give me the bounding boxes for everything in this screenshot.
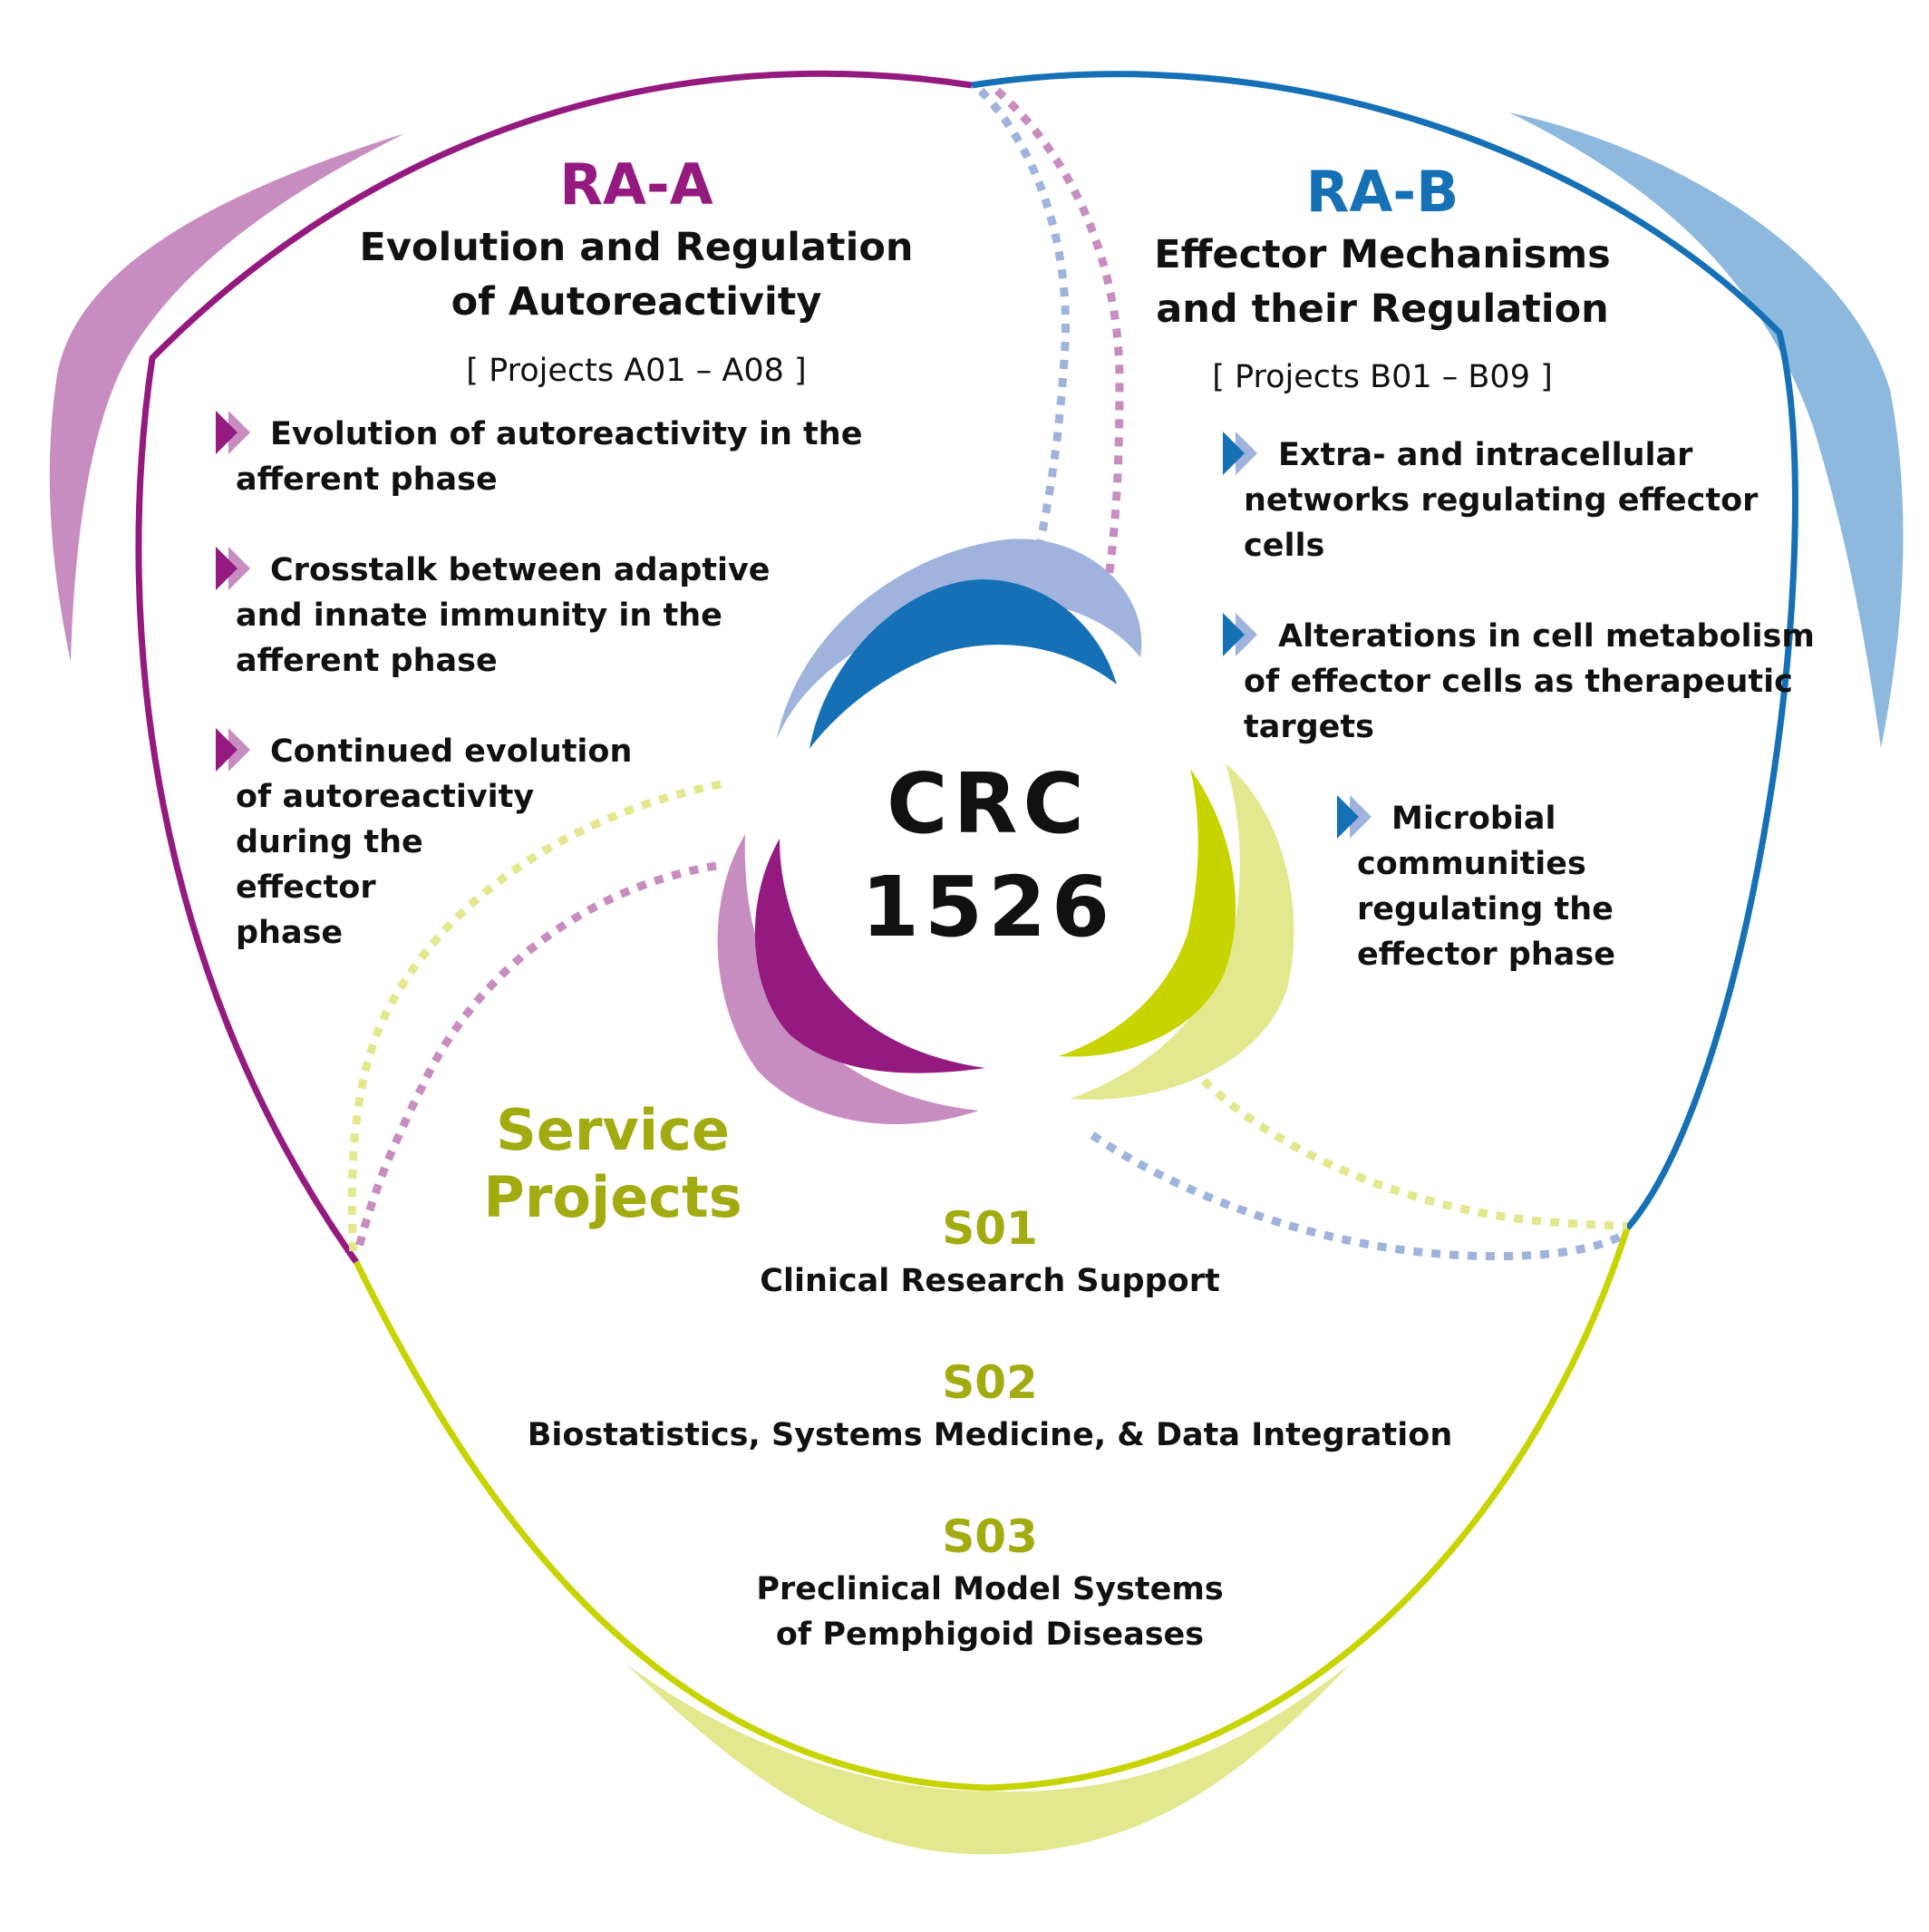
- service-title-line1: Service: [496, 1097, 730, 1163]
- service-item-s01: S01 Clinical Research Support: [760, 1202, 1219, 1299]
- ra-a-title-line1: Evolution and Regulation: [360, 225, 914, 270]
- ra-b-bullet-3-line2: communities: [1357, 846, 1586, 882]
- ra-b-bullet-2-line3: targets: [1244, 709, 1374, 745]
- service-item-s01-code: S01: [942, 1202, 1038, 1255]
- ra-a-projects: [ Projects A01 – A08 ]: [466, 353, 806, 389]
- ra-a-code: RA-A: [559, 151, 712, 218]
- ra-b-bullet-1-line1: Extra- and intracellular: [1278, 437, 1693, 473]
- service-outer-wing: [625, 1664, 1351, 1855]
- ra-a-frame-arc: [135, 70, 973, 1265]
- ra-b-outer-wing: [1509, 112, 1904, 748]
- service-item-s01-desc: Clinical Research Support: [760, 1263, 1219, 1299]
- double-chevron-icon: [1223, 613, 1257, 656]
- service-frame-arc: [353, 1227, 1631, 1791]
- ra-a-bullet-2: Crosstalk between adaptive and innate im…: [216, 547, 771, 679]
- ra-b-title-line1: Effector Mechanisms: [1154, 232, 1611, 277]
- ra-a-title-line2: of Autoreactivity: [451, 279, 822, 325]
- ra-a-swirl-dark: [754, 839, 985, 1073]
- service-item-s03-code: S03: [942, 1510, 1038, 1563]
- ra-b-swirl-dark: [809, 579, 1117, 749]
- ra-b-dashed-connector-2: [1090, 1131, 1630, 1261]
- ra-a-bullet-2-line3: afferent phase: [236, 643, 498, 679]
- ra-a-dashed-connector-1: [994, 87, 1124, 599]
- ra-b-frame-arc: [971, 71, 1798, 1231]
- ra-a-bullet-3-line1: Continued evolution: [270, 733, 632, 770]
- ra-b-bullet-3: Microbial communities regulating the eff…: [1337, 795, 1615, 973]
- ra-a-outer-wing: [49, 133, 405, 662]
- ra-a-bullet-1-line1: Evolution of autoreactivity in the: [270, 416, 862, 452]
- center-label-line2: 1526: [861, 859, 1115, 956]
- service-item-s02: S02 Biostatistics, Systems Medicine, & D…: [528, 1356, 1453, 1453]
- ra-a-bullet-1: Evolution of autoreactivity in the affer…: [216, 411, 862, 498]
- service-section: Service Projects S01 Clinical Research S…: [483, 1097, 1452, 1653]
- service-swirl-dark: [1059, 769, 1236, 1057]
- ra-b-bullet-2-line1: Alterations in cell metabolism: [1278, 618, 1815, 655]
- ra-a-bullet-3-line2: of autoreactivity: [236, 779, 534, 815]
- service-item-s02-code: S02: [942, 1356, 1038, 1409]
- ra-a-dashed-connector-2: [354, 861, 717, 1253]
- ra-b-section: RA-B Effector Mechanisms and their Regul…: [1154, 159, 1815, 973]
- double-chevron-icon: [1337, 795, 1372, 839]
- service-dashed-connector-2: [1200, 1077, 1628, 1230]
- service-item-s03-desc-line2: of Pemphigoid Diseases: [776, 1616, 1204, 1653]
- ra-b-bullet-2-line2: of effector cells as therapeutic: [1244, 664, 1793, 700]
- ra-b-title-line2: and their Regulation: [1156, 286, 1609, 332]
- ra-b-bullet-2: Alterations in cell metabolism of effect…: [1223, 613, 1815, 745]
- double-chevron-icon: [216, 411, 250, 454]
- ra-a-bullet-3-line5: phase: [236, 915, 343, 951]
- ra-b-bullet-1-line3: cells: [1244, 528, 1324, 564]
- double-chevron-icon: [216, 547, 250, 590]
- service-item-s03-desc-line1: Preclinical Model Systems: [756, 1571, 1223, 1607]
- ra-b-bullet-1: Extra- and intracellular networks regula…: [1223, 432, 1759, 564]
- ra-a-bullet-1-line2: afferent phase: [236, 461, 498, 498]
- ra-a-bullet-3-line3: during the: [236, 824, 423, 860]
- service-title-line2: Projects: [483, 1164, 742, 1230]
- ra-b-bullet-3-line4: effector phase: [1357, 937, 1615, 973]
- ra-b-swirl-light: [777, 539, 1142, 739]
- ra-b-dashed-connector-1: [977, 87, 1071, 554]
- ra-a-bullet-3: Continued evolution of autoreactivity du…: [216, 728, 632, 951]
- ra-b-code: RA-B: [1306, 159, 1459, 225]
- ra-a-bullet-2-line1: Crosstalk between adaptive: [270, 552, 771, 588]
- service-item-s02-desc: Biostatistics, Systems Medicine, & Data …: [528, 1417, 1453, 1453]
- ra-a-bullet-3-line4: effector: [236, 869, 376, 906]
- ra-a-swirl-light: [717, 834, 979, 1124]
- ra-b-bullet-3-line1: Microbial: [1391, 801, 1556, 837]
- service-swirl-light: [1070, 763, 1294, 1100]
- service-dashed-connector-1: [347, 780, 722, 1257]
- ra-a-section: RA-A Evolution and Regulation of Autorea…: [216, 151, 913, 951]
- center-label-line1: CRC: [887, 755, 1090, 852]
- service-item-s03: S03 Preclinical Model Systems of Pemphig…: [756, 1510, 1223, 1653]
- double-chevron-icon: [216, 728, 250, 772]
- ra-b-bullet-1-line2: networks regulating effector: [1244, 482, 1759, 519]
- ra-a-bullet-2-line2: and innate immunity in the: [236, 597, 722, 634]
- ra-b-bullet-3-line3: regulating the: [1357, 891, 1614, 927]
- ra-b-projects: [ Projects B01 – B09 ]: [1212, 359, 1553, 395]
- double-chevron-icon: [1223, 432, 1257, 475]
